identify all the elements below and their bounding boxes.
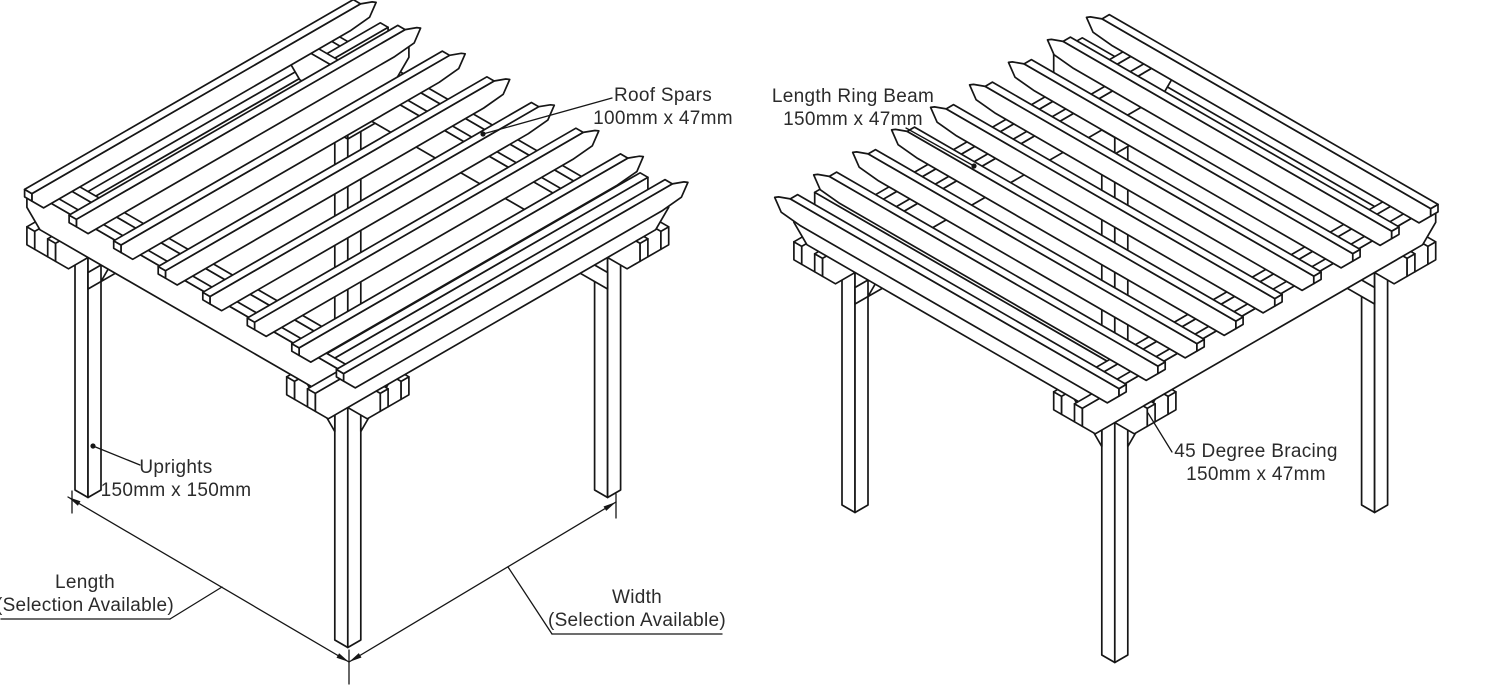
uprights-label-title: Uprights	[139, 457, 213, 478]
roof-spars-label-title: Roof Spars	[613, 85, 713, 106]
roof-spars-label: Roof Spars 100mm x 47mm	[593, 84, 733, 130]
dimension-arrowheads-and-dots	[68, 131, 977, 662]
length-dimension-label: Length (Selection Available)	[0, 571, 174, 617]
bracing-45-size: 150mm x 47mm	[1186, 464, 1326, 485]
length-ring-beam-label: Length Ring Beam 150mm x 47mm	[772, 85, 934, 131]
roof-spars-label-size: 100mm x 47mm	[593, 108, 733, 129]
length-ring-beam-title: Length Ring Beam	[771, 86, 935, 107]
width-dimension-title: Width	[611, 587, 663, 608]
bracing-45-label: 45 Degree Bracing 150mm x 47mm	[1174, 440, 1338, 486]
left-pergola-drawing	[23, 0, 689, 649]
length-dimension-title: Length	[55, 572, 115, 593]
bracing-45-title: 45 Degree Bracing	[1174, 441, 1338, 462]
length-dimension-subtitle: (Selection Available)	[0, 595, 175, 616]
uprights-label-size: 150mm x 150mm	[100, 480, 252, 501]
uprights-label: Uprights 150mm x 150mm	[101, 456, 252, 502]
length-ring-beam-size: 150mm x 47mm	[783, 109, 923, 130]
right-pergola-drawing	[773, 13, 1439, 664]
width-dimension-label: Width (Selection Available)	[548, 586, 726, 632]
width-dimension-subtitle: (Selection Available)	[547, 610, 727, 631]
dimension-and-leader-lines	[0, 97, 1173, 685]
